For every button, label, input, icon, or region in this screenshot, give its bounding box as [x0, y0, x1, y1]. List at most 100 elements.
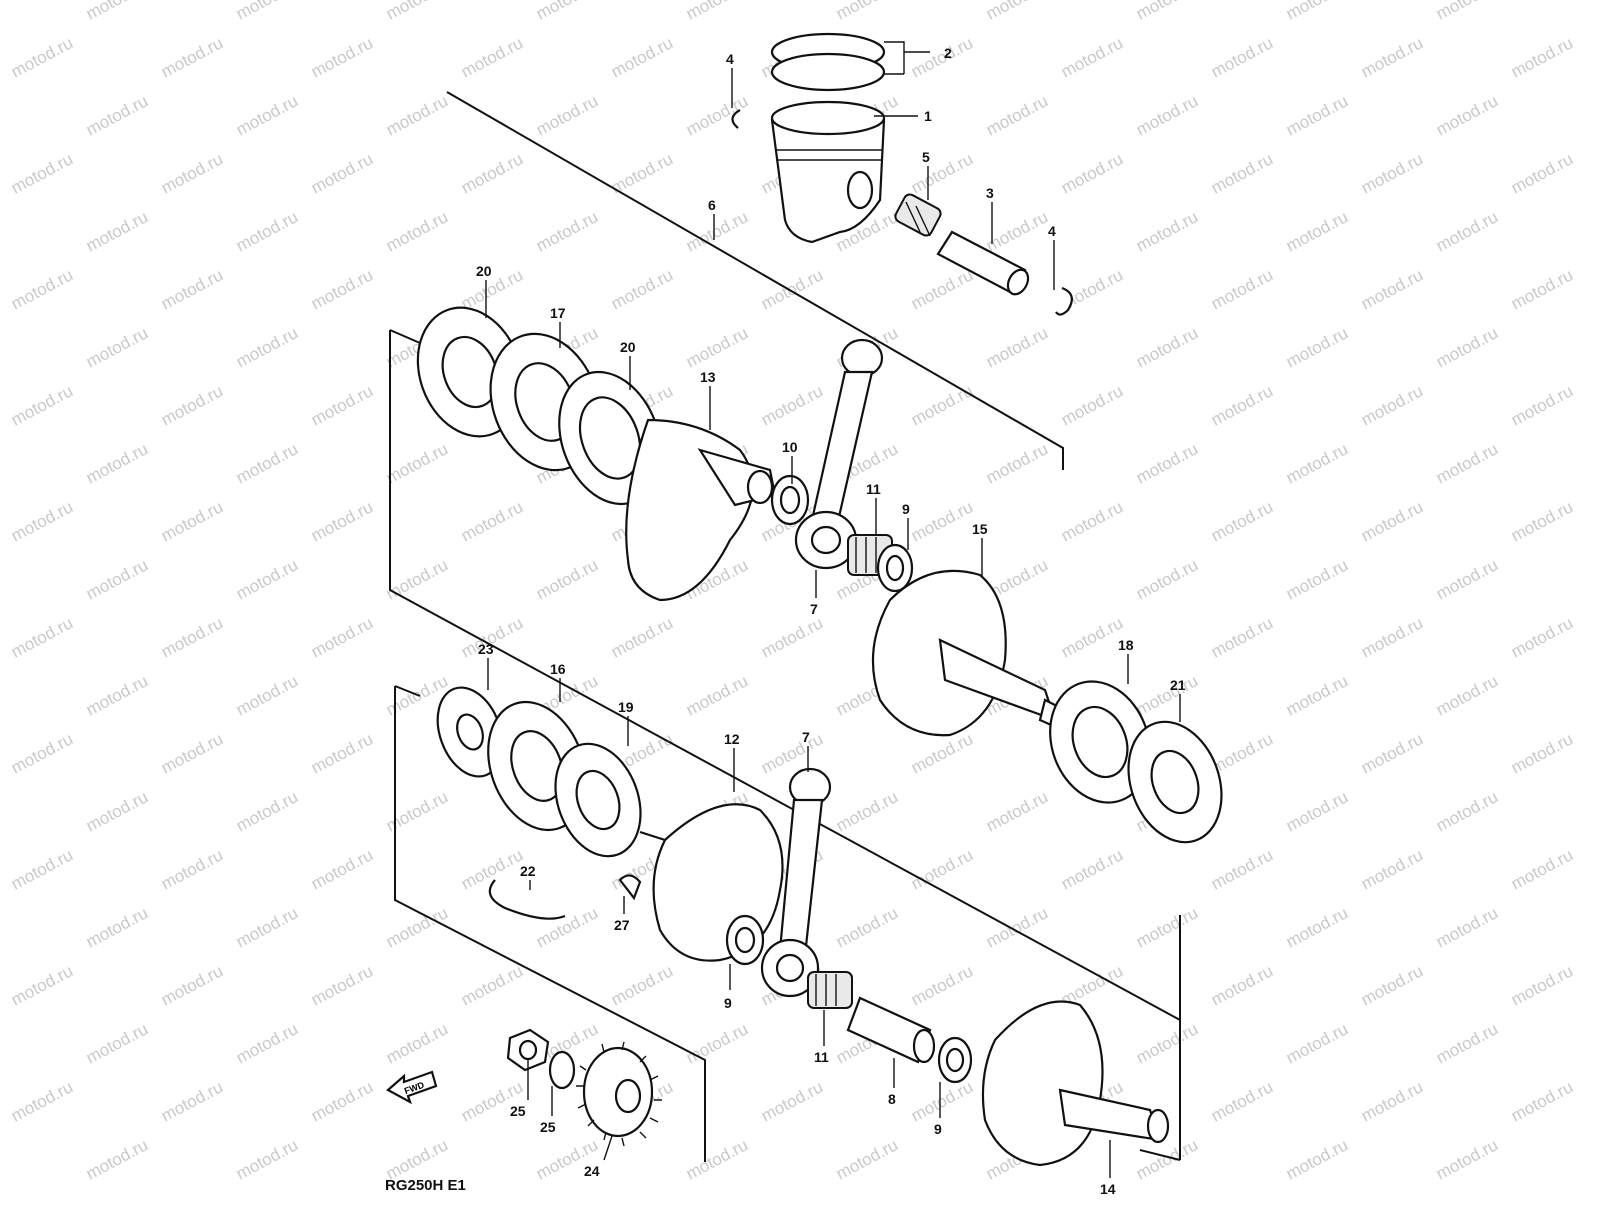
part-label-5: 5 — [922, 149, 930, 165]
watermark-text: motod.ru — [983, 439, 1051, 487]
watermark-text: motod.ru — [458, 149, 526, 197]
watermark-text: motod.ru — [233, 1135, 301, 1183]
watermark-text: motod.ru — [1133, 439, 1201, 487]
watermark-text: motod.ru — [833, 0, 901, 24]
crank-pin-8 — [846, 996, 936, 1064]
watermark-text: motod.ru — [758, 1077, 826, 1125]
watermark-text: motod.ru — [1283, 207, 1351, 255]
needle-bearing-small-end — [894, 193, 942, 237]
watermark-text: motod.ru — [383, 439, 451, 487]
piston-clip-left — [731, 109, 741, 129]
part-label-14: 14 — [1100, 1181, 1116, 1197]
leader-lines — [485, 41, 1181, 1178]
part-label-18: 18 — [1118, 637, 1134, 653]
watermark-text: motod.ru — [308, 729, 376, 777]
watermark-text: motod.ru — [83, 555, 151, 603]
watermark-text: motod.ru — [233, 207, 301, 255]
watermark-text: motod.ru — [383, 0, 451, 24]
watermark-text: motod.ru — [1058, 845, 1126, 893]
watermark-text: motod.ru — [383, 787, 451, 835]
watermark-text: motod.ru — [83, 207, 151, 255]
part-label-23: 23 — [478, 641, 494, 657]
part-label-20: 20 — [476, 263, 492, 279]
watermark-text: motod.ru — [83, 903, 151, 951]
piston-clip-right — [1055, 286, 1073, 316]
watermark-text: motod.ru — [1433, 1135, 1501, 1183]
watermark-text: motod.ru — [1358, 729, 1426, 777]
watermark-text: motod.ru — [1208, 381, 1276, 429]
watermark-text: motod.ru — [383, 207, 451, 255]
watermark-text: motod.ru — [8, 33, 76, 81]
watermark-text: motod.ru — [8, 1077, 76, 1125]
watermark-text: motod.ru — [158, 729, 226, 777]
watermark-text: motod.ru — [1283, 1135, 1351, 1183]
watermark-text: motod.ru — [383, 1019, 451, 1067]
watermark-text: motod.ru — [8, 729, 76, 777]
watermark-text: motod.ru — [233, 439, 301, 487]
watermark-text: motod.ru — [1508, 497, 1576, 545]
watermark-text: motod.ru — [1283, 0, 1351, 24]
watermark-text: motod.ru — [1133, 0, 1201, 24]
watermark-text: motod.ru — [383, 555, 451, 603]
watermark-text: motod.ru — [1283, 671, 1351, 719]
assembly-frame-lines — [389, 91, 1181, 1162]
watermark-text: motod.ru — [83, 1019, 151, 1067]
part-number-labels: 2 1 4 5 3 4 6 20 17 20 13 10 11 9 15 7 2… — [476, 45, 1186, 1197]
piston-ring-bottom — [770, 52, 886, 92]
watermark-text: motod.ru — [983, 207, 1051, 255]
watermark-text: motod.ru — [1133, 91, 1201, 139]
watermark-text: motod.ru — [683, 671, 751, 719]
part-label-25: 25 — [540, 1119, 556, 1135]
part-label-4: 4 — [1048, 223, 1056, 239]
part-label-2: 2 — [944, 45, 952, 61]
model-code-label: RG250H E1 — [385, 1177, 466, 1194]
watermark-text: motod.ru — [8, 149, 76, 197]
watermark-text: motod.ru — [908, 149, 976, 197]
watermark-text: motod.ru — [908, 961, 976, 1009]
watermark-text: motod.ru — [158, 845, 226, 893]
watermark-text: motod.ru — [908, 497, 976, 545]
watermark-text: motod.ru — [8, 497, 76, 545]
crank-web-14 — [981, 1000, 1170, 1167]
watermark-text: motod.ru — [1133, 1019, 1201, 1067]
watermark-text: motod.ru — [833, 903, 901, 951]
watermark-text: motod.ru — [308, 33, 376, 81]
watermark-text: motod.ru — [908, 1077, 976, 1125]
watermark-text: motod.ru — [83, 787, 151, 835]
watermark-text: motod.ru — [1358, 1077, 1426, 1125]
watermark-text: motod.ru — [83, 323, 151, 371]
needle-bearing-11-lower — [807, 971, 853, 1009]
part-label-27: 27 — [614, 917, 630, 933]
part-label-21: 21 — [1170, 677, 1186, 693]
part-label-9: 9 — [934, 1121, 942, 1137]
watermark-text: motod.ru — [308, 149, 376, 197]
connecting-rod-lower — [760, 767, 832, 998]
watermark-text: motod.ru — [458, 961, 526, 1009]
watermark-text: motod.ru — [1283, 903, 1351, 951]
watermark-text: motod.ru — [983, 787, 1051, 835]
watermark-text: motod.ru — [458, 497, 526, 545]
piston-pin — [936, 230, 1030, 296]
watermark-text: motod.ru — [233, 787, 301, 835]
watermark-text: motod.ru — [758, 613, 826, 661]
watermark-text: motod.ru — [1508, 149, 1576, 197]
watermark-text: motod.ru — [8, 613, 76, 661]
watermark-text: motod.ru — [1208, 961, 1276, 1009]
watermark-text: motod.ru — [908, 845, 976, 893]
watermark-text: motod.ru — [8, 381, 76, 429]
key-27 — [618, 874, 642, 901]
watermark-text: motod.ru — [833, 787, 901, 835]
watermark-text: motod.ru — [1358, 149, 1426, 197]
watermark-text: motod.ru — [1208, 33, 1276, 81]
watermark-text: motod.ru — [1508, 1077, 1576, 1125]
circlip-22 — [488, 879, 566, 920]
watermark-text: motod.ru — [1133, 1135, 1201, 1183]
watermark-text: motod.ru — [383, 91, 451, 139]
part-label-20: 20 — [620, 339, 636, 355]
part-label-9: 9 — [902, 501, 910, 517]
watermark-text: motod.ru — [158, 381, 226, 429]
watermark-text: motod.ru — [83, 0, 151, 24]
watermark-text: motod.ru — [983, 91, 1051, 139]
watermark-text: motod.ru — [158, 613, 226, 661]
